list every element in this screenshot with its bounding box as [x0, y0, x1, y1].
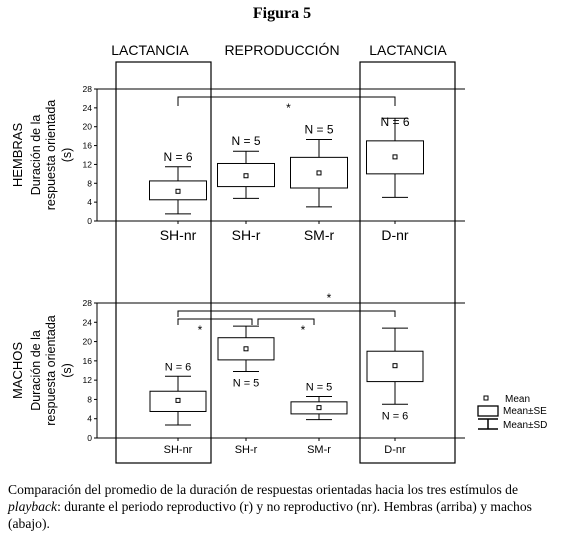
caption-italic: playback	[8, 499, 58, 514]
category-label: SM-r	[304, 227, 335, 243]
column-header-3: LACTANCIA	[369, 42, 447, 58]
category-label: SH-r	[232, 227, 261, 243]
mean-marker	[243, 173, 249, 179]
significance-star: *	[301, 323, 306, 337]
n-label: N = 6	[380, 115, 409, 129]
y-axis-label-line-3: (s)	[60, 148, 74, 163]
category-label: SH-nr	[164, 444, 193, 456]
box-sh-r: N = 5 SH-r	[217, 134, 275, 243]
mean-marker	[243, 346, 249, 352]
n-label: N = 5	[233, 377, 260, 389]
y-tick-label: 16	[83, 141, 93, 151]
legend-se-box	[477, 405, 499, 417]
y-axis-label-line-1: Duración de la	[29, 115, 43, 196]
y-tick-label: 0	[87, 216, 92, 226]
box-sh-nr: N = 6 SH-nr	[149, 361, 207, 456]
significance-brackets: *	[177, 96, 396, 115]
y-tick-label: 8	[87, 178, 92, 188]
mean-marker	[316, 170, 322, 176]
box-sm-r: N = 5 SM-r	[290, 382, 348, 456]
y-tick-label: 16	[83, 356, 93, 366]
column-header-1: LACTANCIA	[111, 42, 189, 58]
n-label: N = 5	[304, 122, 333, 136]
row-label: HEMBRAS	[10, 123, 25, 188]
significance-star: *	[286, 101, 291, 115]
y-tick-label: 0	[87, 433, 92, 443]
category-label: D-nr	[381, 227, 409, 243]
legend-mean-marker	[483, 395, 489, 401]
y-tick-label: 24	[83, 103, 93, 113]
caption-text-1: Comparación del promedio de la duración …	[8, 482, 518, 497]
category-label: SH-r	[235, 444, 258, 456]
y-tick-label: 8	[87, 394, 92, 404]
category-label: SM-r	[307, 444, 331, 456]
box-d-nr: N = 6 D-nr	[366, 327, 424, 456]
figure-caption: Comparación del promedio de la duración …	[8, 481, 560, 532]
legend-se-label: Mean±SE	[503, 406, 547, 417]
significance-star: *	[198, 323, 203, 337]
category-label: D-nr	[384, 444, 406, 456]
legend-mean-label: Mean	[505, 394, 530, 405]
y-axis-label-line-3: (s)	[60, 363, 74, 378]
figure-title: Figura 5	[252, 5, 312, 22]
n-label: N = 5	[231, 134, 260, 148]
y-axis-label-line-2: respuesta orientada	[44, 315, 58, 426]
bracket-sh-nr-d-nr	[177, 310, 396, 317]
caption-text-2: : durante el periodo reproductivo (r) y …	[8, 499, 532, 531]
legend-sd-label: Mean±SD	[503, 420, 547, 431]
n-label: N = 6	[382, 410, 409, 422]
lactancia-frame-right	[359, 61, 456, 464]
bracket-sh-r-sm-r	[257, 318, 315, 325]
column-header-2: REPRODUCCIÓN	[224, 42, 339, 58]
y-tick-label: 4	[87, 414, 92, 424]
significance-brackets: * * *	[177, 291, 396, 337]
mean-marker	[175, 397, 181, 403]
significance-star: *	[327, 291, 332, 305]
box-sh-nr: N = 6 SH-nr	[149, 150, 207, 243]
box-d-nr: N = 6 D-nr	[366, 115, 424, 243]
mean-marker	[392, 154, 398, 160]
mean-marker	[392, 363, 398, 369]
box-sh-r: N = 5 SH-r	[217, 325, 275, 456]
y-axis-label-line-2: respuesta orientada	[44, 100, 58, 211]
figure-svg: LACTANCIA REPRODUCCIÓN LACTANCIA 0 4 8 12 16 20…	[10, 42, 547, 464]
column-headers: LACTANCIA REPRODUCCIÓN LACTANCIA	[111, 42, 447, 58]
n-label: N = 5	[306, 382, 333, 394]
mean-marker	[316, 405, 322, 411]
y-tick-label: 12	[83, 375, 93, 385]
y-tick-label: 28	[83, 84, 93, 94]
y-tick-label: 20	[83, 122, 93, 132]
row-label: MACHOS	[10, 342, 25, 399]
mean-marker	[175, 188, 181, 194]
box-sm-r: N = 5 SM-r	[290, 122, 348, 243]
bracket-sh-nr-d-nr	[177, 96, 396, 106]
bracket-sh-nr-sh-r	[177, 318, 253, 325]
y-tick-label: 20	[83, 337, 93, 347]
y-tick-label: 12	[83, 159, 93, 169]
y-tick-label: 28	[83, 298, 93, 308]
n-label: N = 6	[165, 361, 192, 373]
y-tick-label: 24	[83, 317, 93, 327]
panel-frames	[115, 61, 456, 464]
lactancia-frame-left	[115, 61, 212, 464]
y-tick-label: 4	[87, 197, 92, 207]
y-axis-label-line-1: Duración de la	[29, 330, 43, 411]
n-label: N = 6	[163, 150, 192, 164]
category-label: SH-nr	[160, 227, 197, 243]
